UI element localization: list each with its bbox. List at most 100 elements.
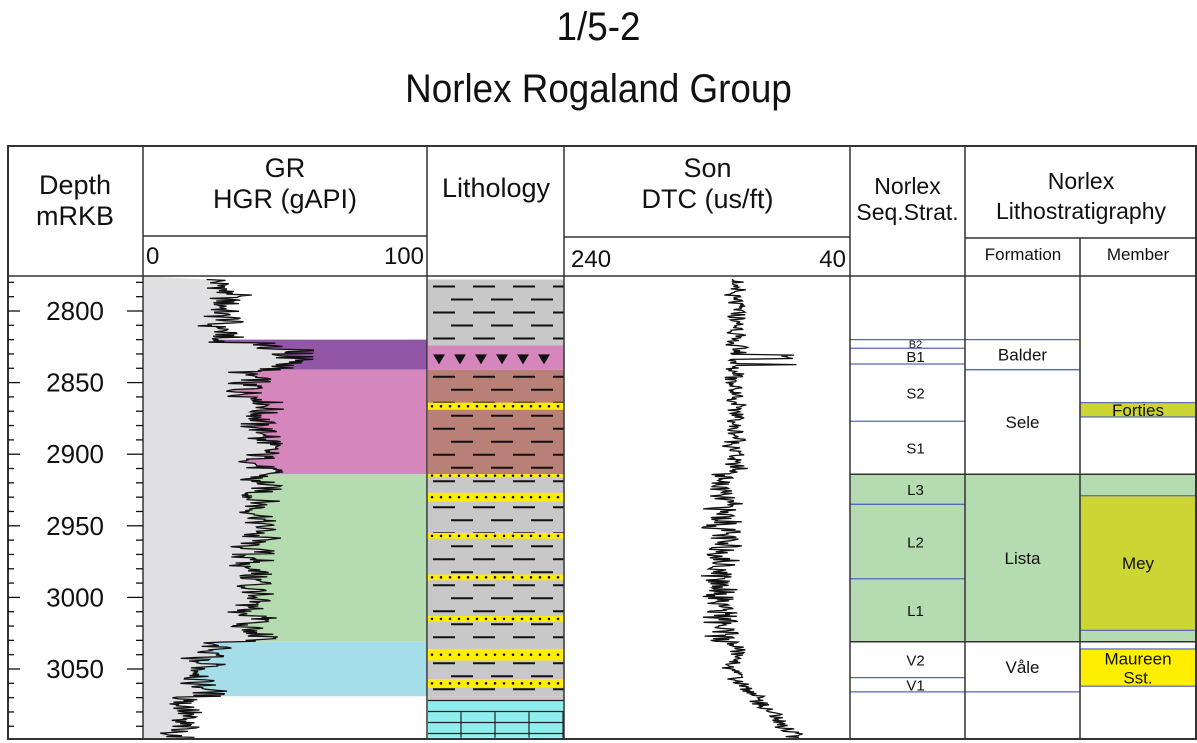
sand-dot — [439, 682, 443, 685]
sand-dot — [529, 534, 533, 538]
gr-header-title: GR — [264, 153, 306, 183]
sand-dot — [520, 576, 524, 579]
sand-dot — [556, 617, 560, 621]
grid-layer — [7, 145, 1197, 740]
sand-dot — [547, 617, 551, 621]
sand-dot — [547, 474, 551, 477]
sand-dot — [475, 682, 479, 685]
sand-dot — [466, 534, 470, 538]
seqstrat-header: Norlex Seq.Strat. — [851, 173, 964, 226]
sand-dot — [439, 404, 443, 408]
sand-dot — [493, 534, 497, 538]
member-label-maureen-sst--2: Sst. — [1123, 669, 1152, 688]
seqstrat-header-title: Norlex — [874, 173, 941, 199]
sand-dot — [511, 534, 515, 538]
gr-fill-layer — [143, 276, 427, 738]
sand-dot — [448, 474, 452, 477]
sand-dot — [493, 653, 497, 656]
sand-dot — [547, 682, 551, 685]
sonic-curve — [700, 278, 803, 739]
lithostrat-header: Norlex Lithostratigraphy — [965, 167, 1197, 227]
formation-label-sele: Sele — [1005, 413, 1039, 432]
sand-dot — [556, 534, 560, 538]
tuff-symbol — [517, 354, 529, 365]
sand-dot — [475, 653, 479, 656]
depth-label-3000: 3000 — [46, 582, 104, 612]
sand-dot — [430, 653, 434, 656]
sand-dot — [547, 534, 551, 538]
sand-dot — [547, 404, 551, 408]
member-label-maureen-sst-: Maureen — [1104, 650, 1171, 669]
depth-label-2800: 2800 — [46, 296, 104, 326]
sand-dot — [493, 474, 497, 477]
sand-dot — [466, 682, 470, 685]
sand-dot — [502, 474, 506, 477]
sand-dot — [457, 474, 461, 477]
sonic-scale-right: 40 — [819, 246, 846, 273]
sand-dot — [538, 404, 542, 408]
depth-label-2950: 2950 — [46, 511, 104, 541]
sand-dot — [430, 617, 434, 621]
lithology-layer — [428, 279, 564, 738]
sand-dot — [529, 653, 533, 656]
tuff-symbol — [475, 354, 487, 365]
sand-dot — [529, 576, 533, 579]
sand-dot — [430, 534, 434, 538]
gr-fill-3 — [180, 641, 427, 697]
sand-dot — [484, 534, 488, 538]
seq-fill-lista — [850, 474, 965, 642]
sand-dot — [529, 617, 533, 621]
sand-dot — [484, 576, 488, 579]
sand-dot — [529, 404, 533, 408]
litho-interval-brown-shale — [428, 369, 564, 475]
member-label-mey: Mey — [1122, 554, 1155, 573]
tuff-symbol — [538, 354, 550, 365]
sand-dot — [511, 617, 515, 621]
depth-label-3050: 3050 — [46, 654, 104, 684]
sand-dot — [430, 474, 434, 477]
member-header: Member — [1106, 245, 1170, 264]
sand-dot — [547, 653, 551, 656]
sand-dot — [529, 495, 533, 499]
lithology-header: Lithology — [441, 173, 551, 203]
sand-dot — [538, 682, 542, 685]
seq-label-s1: S1 — [906, 440, 924, 457]
lithostrat-header-sub: Lithostratigraphy — [995, 197, 1167, 224]
sand-dot — [556, 653, 560, 656]
sand-dot — [430, 682, 434, 685]
seq-label-v1: V1 — [906, 677, 924, 694]
title-line-2: Norlex Rogaland Group — [405, 67, 792, 111]
sand-dot — [475, 495, 479, 499]
sand-dot — [493, 404, 497, 408]
sand-dot — [511, 474, 515, 477]
sand-dot — [556, 404, 560, 408]
sand-dot — [439, 474, 443, 477]
sand-dot — [556, 682, 560, 685]
gr-header: GR HGR (gAPI) — [143, 153, 427, 215]
sand-dot — [457, 617, 461, 621]
sand-dot — [475, 474, 479, 477]
sand-dot — [448, 404, 452, 408]
sand-dot — [466, 495, 470, 499]
sand-dot — [484, 617, 488, 621]
sand-dot — [529, 682, 533, 685]
tuff-symbol — [496, 354, 508, 365]
seq-label-b1: B1 — [906, 349, 924, 366]
sand-dot — [457, 495, 461, 499]
sand-dot — [484, 495, 488, 499]
sand-dot — [439, 653, 443, 656]
sand-dot — [448, 576, 452, 579]
sand-dot — [484, 474, 488, 477]
sand-dot — [439, 495, 443, 499]
sand-dot — [457, 404, 461, 408]
sand-dot — [520, 404, 524, 408]
seq-label-v2: V2 — [906, 652, 924, 669]
depth-label-2850: 2850 — [46, 368, 104, 398]
seq-label-s2: S2 — [906, 385, 924, 402]
sand-dot — [475, 404, 479, 408]
sand-dot — [439, 576, 443, 579]
depth-label-2900: 2900 — [46, 439, 104, 469]
sand-dot — [484, 404, 488, 408]
sand-dot — [448, 495, 452, 499]
sand-dot — [466, 474, 470, 477]
